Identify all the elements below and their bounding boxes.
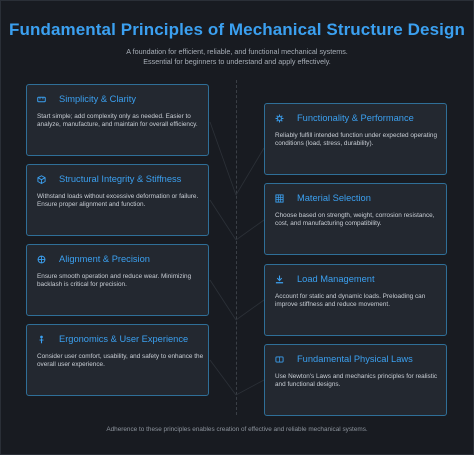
card-header: Load Management bbox=[273, 273, 375, 285]
card-header: Functionality & Performance bbox=[273, 112, 414, 124]
gear-icon bbox=[273, 112, 285, 124]
card-title: Fundamental Physical Laws bbox=[297, 354, 413, 364]
connector-2 bbox=[235, 147, 265, 196]
weight-icon bbox=[273, 273, 285, 285]
card-description: Reliably fulfill intended function under… bbox=[275, 132, 438, 148]
connector-5 bbox=[209, 279, 237, 321]
grid-icon bbox=[273, 192, 285, 204]
card-simplicity-clarity: Simplicity & Clarity Start simple; add c… bbox=[26, 84, 209, 156]
card-title: Alignment & Precision bbox=[59, 254, 150, 264]
card-title: Functionality & Performance bbox=[297, 113, 414, 123]
card-load-management: Load Management Account for static and d… bbox=[264, 264, 447, 336]
page-title: Fundamental Principles of Mechanical Str… bbox=[9, 20, 465, 39]
card-physical-laws: Fundamental Physical Laws Use Newton's L… bbox=[264, 344, 447, 416]
cube-icon bbox=[35, 173, 47, 185]
card-material-selection: Material Selection Choose based on stren… bbox=[264, 183, 447, 255]
card-header: Simplicity & Clarity bbox=[35, 93, 136, 105]
page-subtitle: A foundation for efficient, reliable, an… bbox=[0, 47, 474, 67]
connector-8 bbox=[235, 379, 265, 396]
connector-7 bbox=[209, 359, 237, 396]
card-header: Structural Integrity & Stiffness bbox=[35, 173, 181, 185]
connector-1 bbox=[209, 121, 237, 196]
card-description: Account for static and dynamic loads. Pr… bbox=[275, 293, 426, 309]
subtitle-line-1: A foundation for efficient, reliable, an… bbox=[126, 47, 348, 56]
card-description: Withstand loads without excessive deform… bbox=[37, 193, 199, 209]
card-description: Start simple; add complexity only as nee… bbox=[37, 113, 198, 129]
book-icon bbox=[273, 353, 285, 365]
card-title: Material Selection bbox=[297, 193, 371, 203]
card-title: Load Management bbox=[297, 274, 375, 284]
card-header: Material Selection bbox=[273, 192, 371, 204]
connector-6 bbox=[235, 299, 265, 321]
connector-3 bbox=[209, 199, 237, 241]
ruler-icon bbox=[35, 93, 47, 105]
card-ergonomics-ux: Ergonomics & User Experience Consider us… bbox=[26, 324, 209, 396]
footer-note: Adherence to these principles enables cr… bbox=[106, 426, 368, 433]
card-functionality-performance: Functionality & Performance Reliably ful… bbox=[264, 103, 447, 175]
card-header: Alignment & Precision bbox=[35, 253, 150, 265]
card-header: Fundamental Physical Laws bbox=[273, 353, 413, 365]
card-title: Ergonomics & User Experience bbox=[59, 334, 189, 344]
card-structural-integrity: Structural Integrity & Stiffness Withsta… bbox=[26, 164, 209, 236]
subtitle-line-2: Essential for beginners to understand an… bbox=[143, 57, 331, 66]
card-description: Ensure smooth operation and reduce wear.… bbox=[37, 273, 192, 289]
card-description: Choose based on strength, weight, corros… bbox=[275, 212, 435, 228]
card-title: Structural Integrity & Stiffness bbox=[59, 174, 182, 184]
center-spine bbox=[236, 80, 237, 415]
card-header: Ergonomics & User Experience bbox=[35, 333, 188, 345]
card-description: Use Newton's Laws and mechanics principl… bbox=[275, 373, 438, 389]
person-icon bbox=[35, 333, 47, 345]
connector-4 bbox=[235, 219, 265, 241]
card-description: Consider user comfort, usability, and sa… bbox=[37, 353, 204, 369]
card-alignment-precision: Alignment & Precision Ensure smooth oper… bbox=[26, 244, 209, 316]
crosshair-icon bbox=[35, 253, 47, 265]
card-title: Simplicity & Clarity bbox=[59, 94, 136, 104]
